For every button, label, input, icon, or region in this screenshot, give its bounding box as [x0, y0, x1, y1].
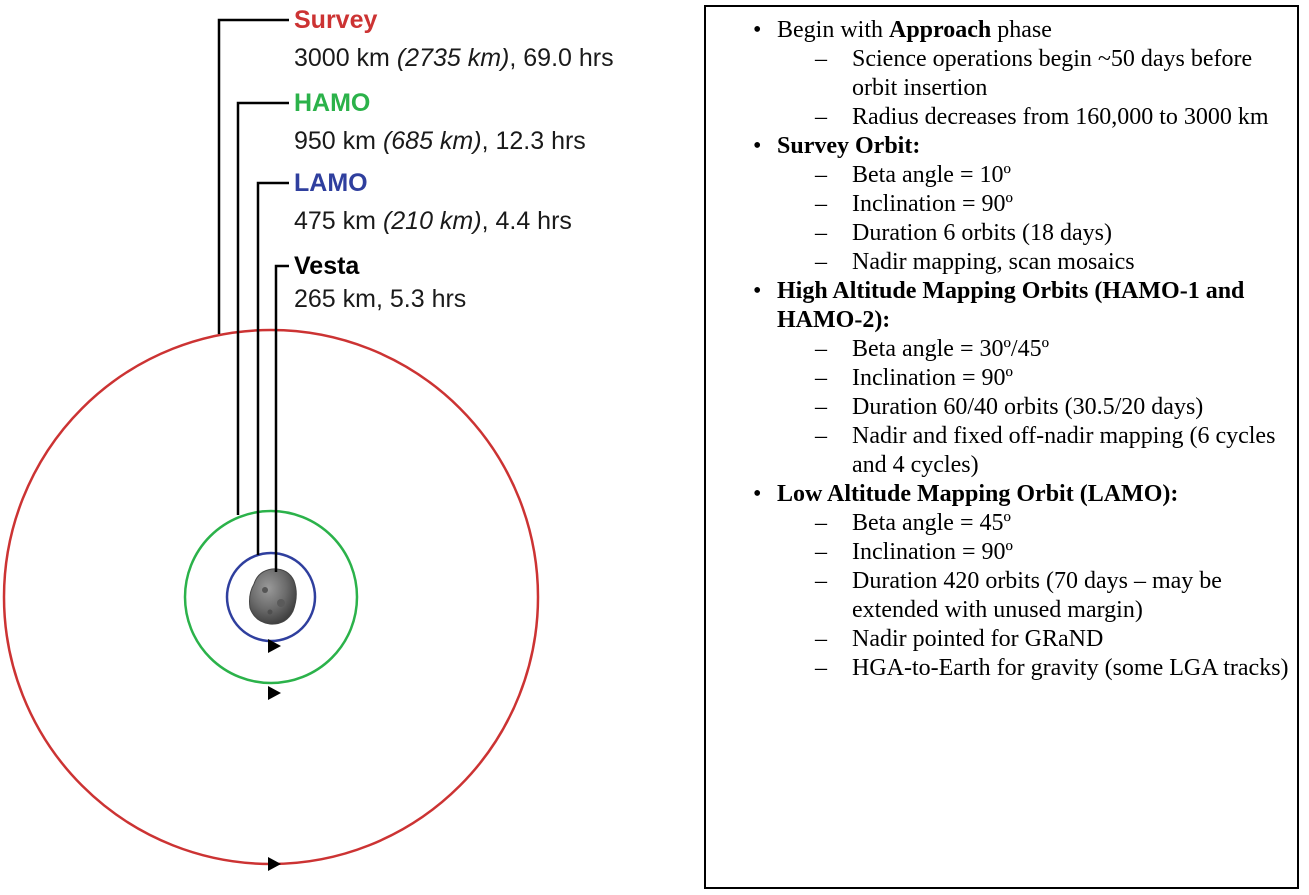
sub-item: –Duration 60/40 orbits (30.5/20 days) — [815, 394, 1204, 420]
vesta-crater — [267, 609, 273, 615]
lamo-leader-line — [256, 181, 289, 555]
bullet-icon: • — [753, 17, 762, 43]
lamo-label: LAMO — [294, 169, 368, 197]
dash-icon: – — [815, 365, 827, 391]
sub-item: –Nadir mapping, scan mosaics — [815, 249, 1135, 275]
vesta-crater — [277, 599, 285, 607]
vesta-detail: 265 km, 5.3 hrs — [294, 285, 466, 313]
phase-item-hamo: • High Altitude Mapping Orbits (HAMO-1 a… — [706, 277, 1297, 480]
lamo-detail: 475 km (210 km), 4.4 hrs — [294, 207, 572, 235]
bullet-icon: • — [753, 278, 762, 304]
phase-heading: Survey Orbit: — [777, 133, 921, 159]
vesta-asteroid — [249, 568, 297, 625]
sub-item: –Beta angle = 45º — [815, 510, 1011, 536]
phase-sublist: –Beta angle = 30º/45º –Inclination = 90º… — [777, 335, 1297, 480]
dash-icon: – — [815, 336, 827, 362]
survey-label: Survey — [294, 6, 377, 34]
vesta-label: Vesta — [294, 252, 360, 280]
bullet-icon: • — [753, 481, 762, 507]
phase-sublist: –Science operations begin ~50 days befor… — [777, 45, 1297, 132]
survey-detail: 3000 km (2735 km), 69.0 hrs — [294, 44, 614, 72]
dash-icon: – — [815, 104, 827, 130]
phase-heading: High Altitude Mapping Orbits (HAMO-1 and… — [777, 278, 1245, 333]
dash-icon: – — [815, 568, 827, 594]
sub-item: –Beta angle = 30º/45º — [815, 336, 1050, 362]
phase-list: • Begin with Approach phase –Science ope… — [706, 7, 1297, 683]
sub-item: –HGA-to-Earth for gravity (some LGA trac… — [815, 655, 1289, 681]
phase-item-survey: • Survey Orbit: –Beta angle = 10º –Incli… — [706, 132, 1297, 277]
dash-icon: – — [815, 191, 827, 217]
mission-phases-panel: • Begin with Approach phase –Science ope… — [704, 5, 1299, 889]
dash-icon: – — [815, 162, 827, 188]
phase-sublist: –Beta angle = 10º –Inclination = 90º –Du… — [777, 161, 1297, 277]
phase-heading: Low Altitude Mapping Orbit (LAMO): — [777, 481, 1179, 507]
orbit-diagram: Survey 3000 km (2735 km), 69.0 hrs HAMO … — [2, 6, 614, 871]
sub-item: –Science operations begin ~50 days befor… — [815, 46, 1253, 101]
phase-sublist: –Beta angle = 45º –Inclination = 90º –Du… — [777, 509, 1297, 683]
dash-icon: – — [815, 46, 827, 72]
hamo-label: HAMO — [294, 89, 370, 117]
survey-leader-line — [217, 18, 289, 334]
sub-item: –Nadir and fixed off-nadir mapping (6 cy… — [815, 423, 1276, 478]
sub-item: –Radius decreases from 160,000 to 3000 k… — [815, 104, 1269, 130]
bullet-icon: • — [753, 133, 762, 159]
lamo-direction-arrow — [268, 639, 281, 653]
sub-item: –Duration 420 orbits (70 days – may be e… — [815, 568, 1222, 623]
dash-icon: – — [815, 510, 827, 536]
survey-direction-arrow — [268, 857, 281, 871]
dash-icon: – — [815, 394, 827, 420]
hamo-orbit-ring — [183, 509, 359, 685]
sub-item: –Inclination = 90º — [815, 539, 1013, 565]
dash-icon: – — [815, 423, 827, 449]
sub-item: –Inclination = 90º — [815, 365, 1013, 391]
dash-icon: – — [815, 249, 827, 275]
phase-heading: Begin with Approach phase — [777, 17, 1052, 43]
dash-icon: – — [815, 539, 827, 565]
sub-item: –Inclination = 90º — [815, 191, 1013, 217]
dash-icon: – — [815, 220, 827, 246]
sub-item: –Beta angle = 10º — [815, 162, 1011, 188]
vesta-leader-line — [274, 264, 289, 572]
hamo-leader-line — [236, 101, 289, 515]
phase-item-lamo: • Low Altitude Mapping Orbit (LAMO): –Be… — [706, 480, 1297, 683]
hamo-direction-arrow — [268, 686, 281, 700]
vesta-crater — [262, 587, 268, 593]
phase-item-approach: • Begin with Approach phase –Science ope… — [706, 16, 1297, 132]
sub-item: –Nadir pointed for GRaND — [815, 626, 1104, 652]
dash-icon: – — [815, 626, 827, 652]
hamo-detail: 950 km (685 km), 12.3 hrs — [294, 127, 586, 155]
dash-icon: – — [815, 655, 827, 681]
sub-item: –Duration 6 orbits (18 days) — [815, 220, 1112, 246]
